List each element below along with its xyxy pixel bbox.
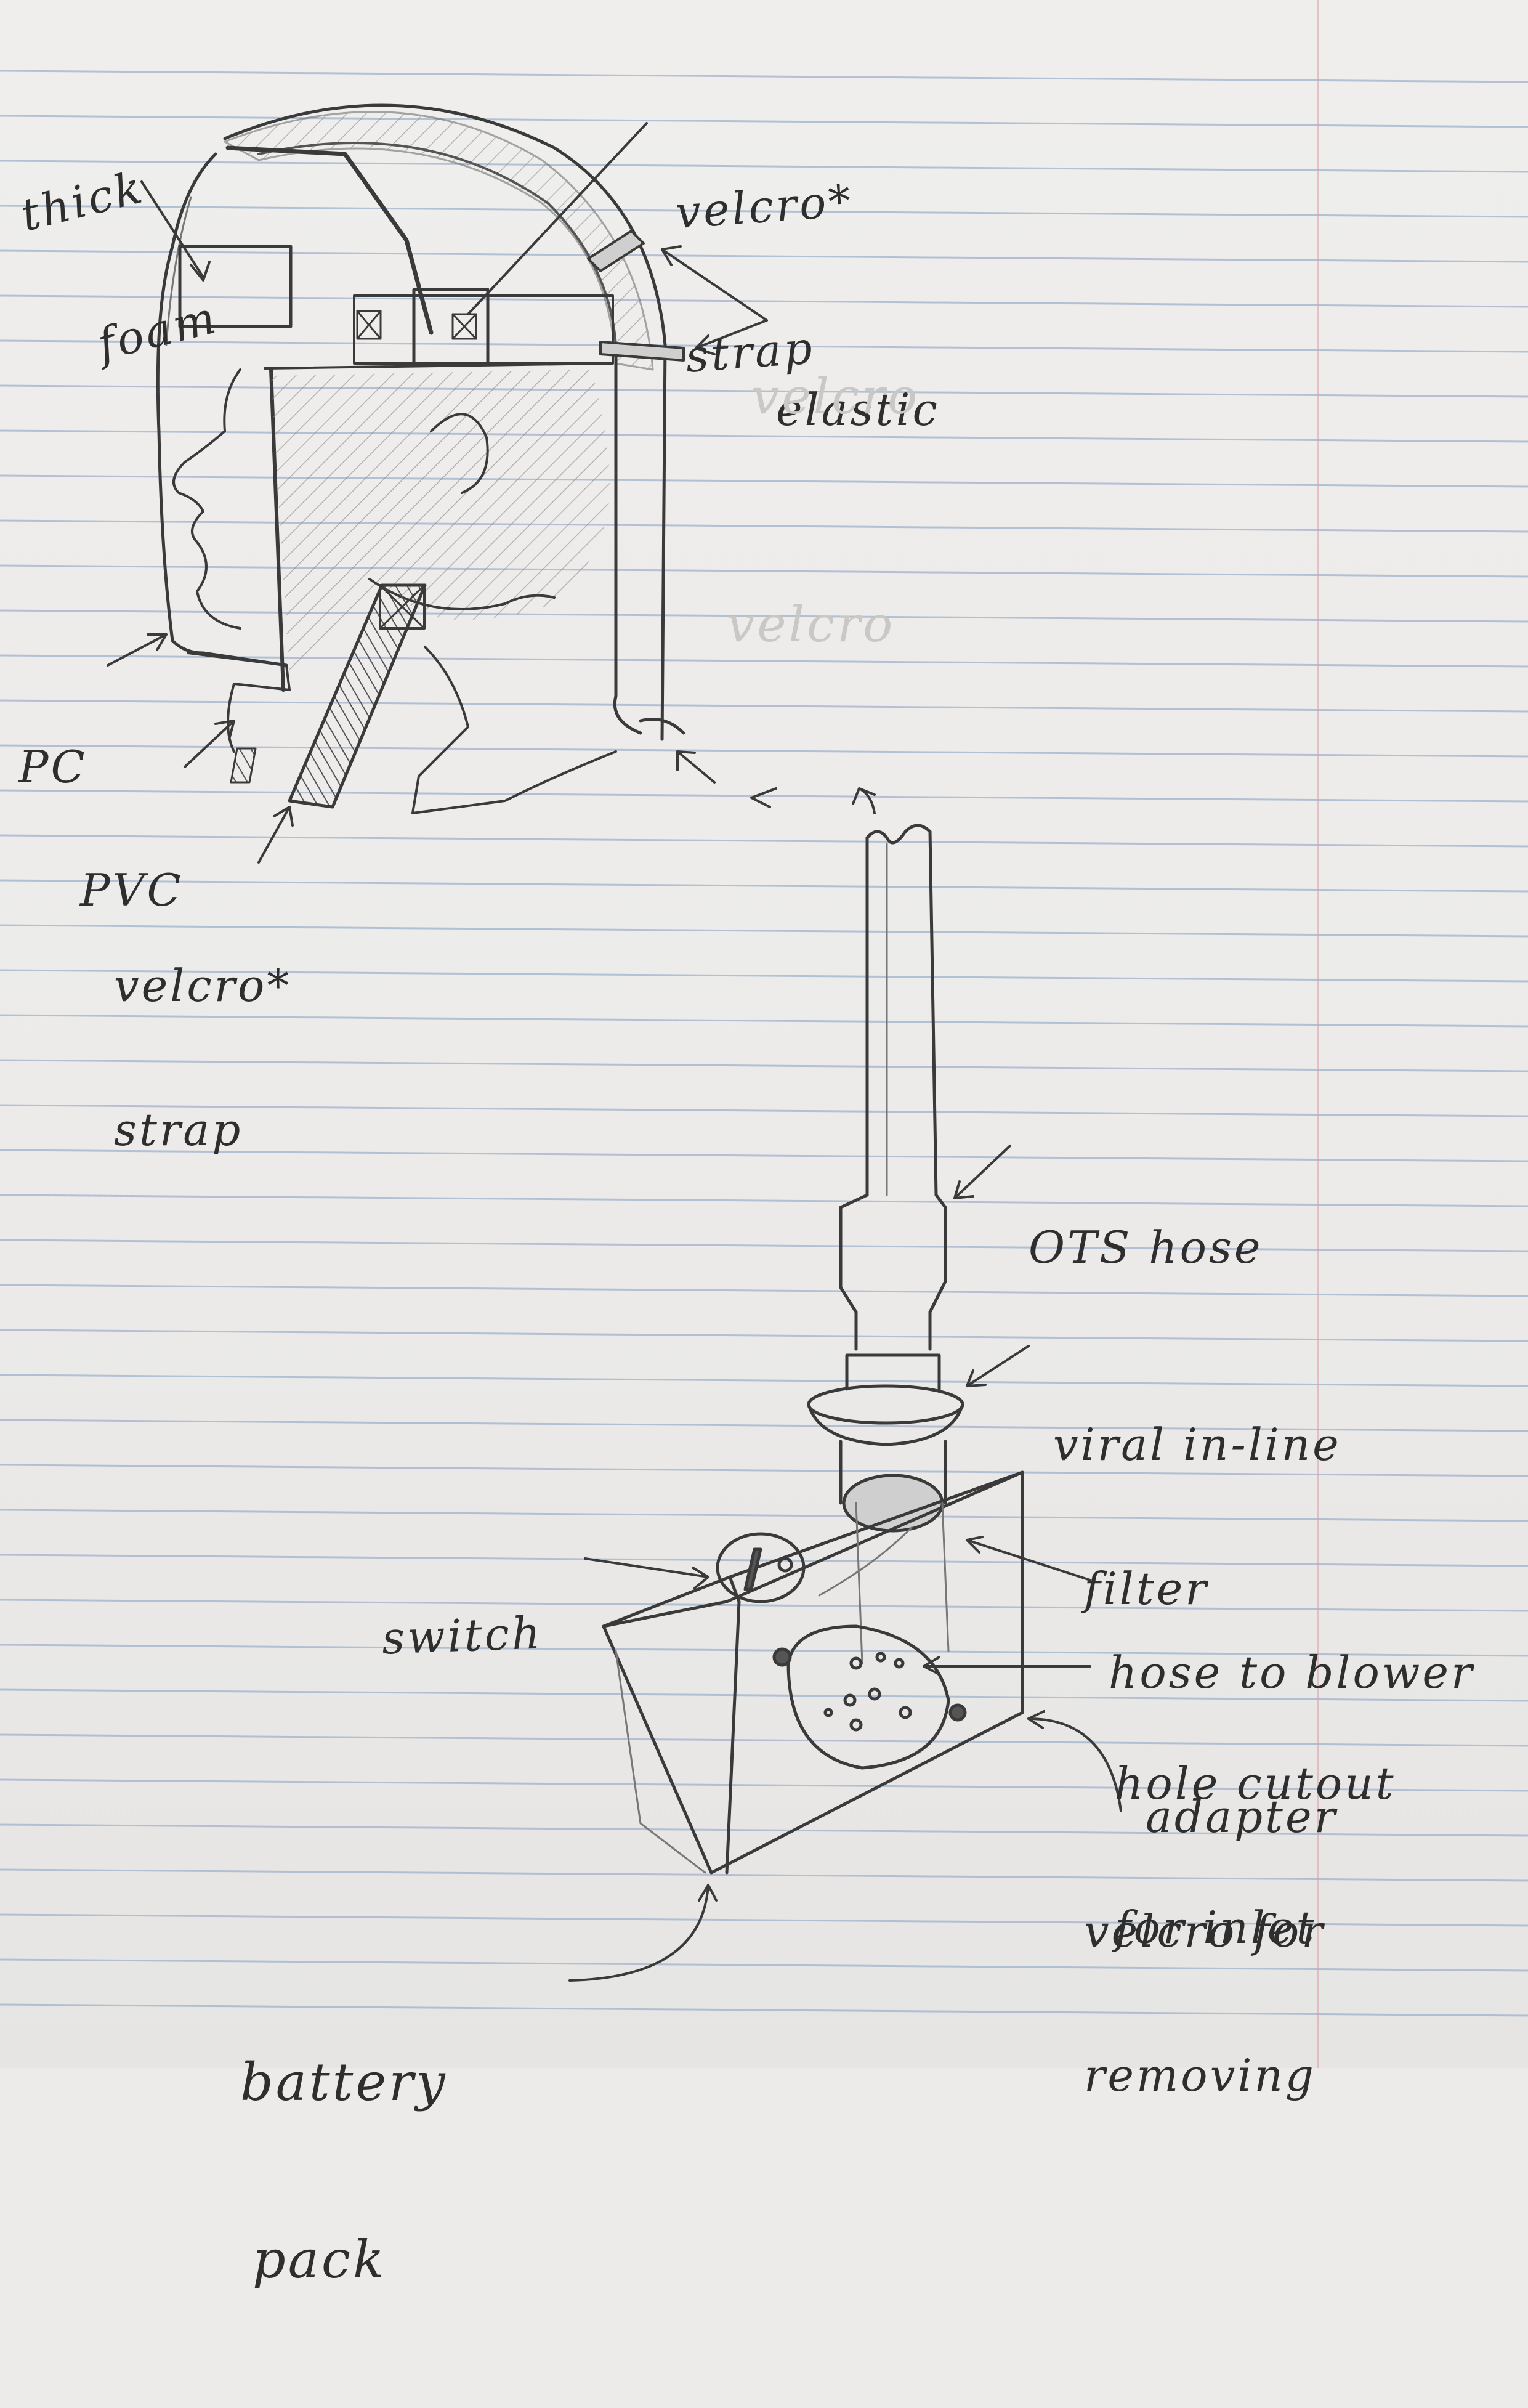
- ruled-line: [0, 2003, 1528, 2017]
- label-velcro-removing-line-2: removing: [1084, 2049, 1316, 2101]
- ruled-line: [0, 1958, 1528, 1972]
- ruled-line: [0, 1194, 1528, 1207]
- ruled-line: [0, 699, 1528, 713]
- ruled-line: [0, 1284, 1528, 1297]
- label-viral-filter: viral in-line filter: [1053, 1324, 1341, 1709]
- ruled-line: [0, 609, 1528, 623]
- ruled-line: [0, 1554, 1528, 1567]
- label-thick-foam-line-2: foam: [92, 291, 223, 371]
- label-pvc-text: PVC: [80, 864, 184, 916]
- label-hose-to-blower-line-1: hose to blower: [1109, 1647, 1475, 1698]
- ruled-line: [0, 339, 1528, 353]
- label-switch: switch: [378, 1513, 547, 1759]
- ruled-line: [0, 744, 1528, 758]
- ruled-line: [0, 249, 1528, 263]
- ruled-line: [0, 1688, 1528, 1702]
- ruled-line: [0, 1599, 1528, 1612]
- ruled-line: [0, 1868, 1528, 1882]
- ruled-line: [0, 294, 1528, 308]
- ruled-line: [0, 879, 1528, 893]
- blower-drawing: [568, 824, 1122, 1982]
- label-hose-to-blower-line-2: adapter: [1146, 1791, 1338, 1842]
- ruled-line: [0, 1239, 1528, 1252]
- ruled-line: [0, 969, 1528, 983]
- ruled-line: [0, 205, 1528, 218]
- label-thick-foam-line-1: thick: [15, 161, 150, 241]
- ruled-line: [0, 1104, 1528, 1117]
- ruled-line: [0, 1509, 1528, 1522]
- ruled-line: [0, 564, 1528, 578]
- faint-text-2: velcro: [727, 596, 895, 653]
- label-velcro-strap-bottom-line-2: strap: [114, 1104, 243, 1156]
- label-hose-to-blower: hose to blower adapter: [1109, 1552, 1474, 1937]
- label-battery-pack: battery pack: [240, 1934, 448, 2407]
- label-velcro-removing-line-1: velcro for: [1084, 1905, 1325, 1957]
- ruled-line: [0, 1329, 1528, 1342]
- label-velcro-strap-top-line-1: velcro*: [674, 174, 855, 239]
- label-elastic-text: elastic: [776, 384, 940, 436]
- label-pvc: PVC: [80, 770, 184, 1010]
- label-viral-filter-line-1: viral in-line: [1053, 1419, 1341, 1470]
- ruled-line: [0, 1014, 1528, 1028]
- ruled-line: [0, 474, 1528, 488]
- label-battery-pack-line-2: pack: [253, 2229, 387, 2290]
- ruled-line: [0, 789, 1528, 803]
- ruled-line: [0, 1733, 1528, 1747]
- notebook-page: thick foam velcro* strap elastic PC PVC …: [0, 0, 1528, 2289]
- ruled-line: [0, 160, 1528, 173]
- ruled-line: [0, 384, 1528, 398]
- label-ots-hose-text: OTS hose: [1029, 1222, 1263, 1273]
- label-hole-cutout-line-1: hole cutout: [1115, 1757, 1396, 1809]
- ruled-line: [0, 1059, 1528, 1072]
- label-velcro-removing: velcro for removing: [1084, 1811, 1325, 2195]
- label-hole-cutout-line-2: for inlet: [1115, 1902, 1317, 1953]
- label-pc: PC: [18, 647, 87, 887]
- faint-text-1: velcro: [751, 368, 920, 425]
- ruled-line: [0, 1644, 1528, 1657]
- label-elastic: elastic: [776, 290, 940, 530]
- ruled-line: [0, 1374, 1528, 1387]
- ruled-line: [0, 654, 1528, 668]
- label-switch-text: switch: [381, 1607, 544, 1664]
- ruled-line: [0, 1419, 1528, 1432]
- ruled-line: [0, 1464, 1528, 1477]
- label-hole-cutout: hole cutout for inlet: [1115, 1663, 1396, 2048]
- pencil-sketch: [0, 0, 1528, 2068]
- ruled-line: [0, 924, 1528, 938]
- ruled-line: [0, 1149, 1528, 1162]
- ruled-line: [0, 70, 1528, 83]
- ruled-line: [0, 1913, 1528, 1927]
- ruled-line: [0, 834, 1528, 848]
- ruled-line: [0, 115, 1528, 128]
- ruled-lines: [0, 70, 1528, 2017]
- label-viral-filter-line-2: filter: [1084, 1563, 1209, 1615]
- label-pc-text: PC: [18, 741, 87, 793]
- label-velcro-strap-bottom: velcro* strap: [114, 866, 291, 1250]
- ruled-line: [0, 519, 1528, 533]
- ruled-line: [0, 429, 1528, 443]
- ruled-line: [0, 1823, 1528, 1837]
- ruled-line: [0, 1778, 1528, 1792]
- label-velcro-strap-bottom-line-1: velcro*: [114, 960, 292, 1011]
- label-battery-pack-line-1: battery: [240, 2052, 448, 2112]
- face-shield-drawing: [107, 103, 876, 864]
- label-ots-hose: OTS hose: [1029, 1127, 1263, 1368]
